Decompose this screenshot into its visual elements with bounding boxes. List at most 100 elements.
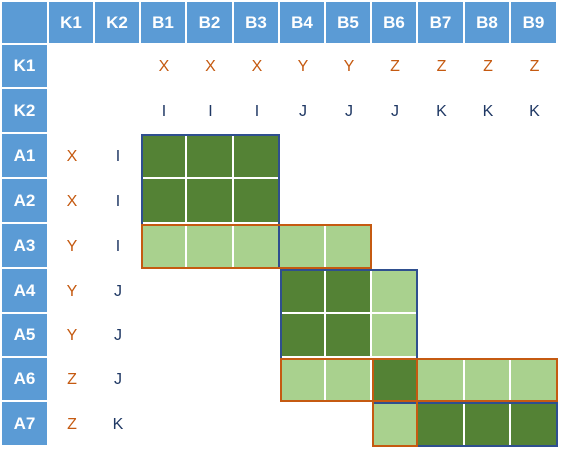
row-key2-a6: J (95, 358, 141, 402)
key-cell-k1-7: Y (326, 45, 372, 89)
column-header-k2: K2 (95, 2, 141, 45)
row-header-a3: A3 (2, 224, 49, 269)
row-header-k2: K2 (2, 89, 49, 134)
block-cell-a7-b4 (280, 402, 326, 447)
block-cell-a5-b1 (141, 314, 187, 358)
block-cell-a2-b4 (280, 179, 326, 224)
key-cell-k1-3: X (141, 45, 187, 89)
block-cell-a1-b3 (234, 134, 280, 179)
block-cell-a6-b9 (511, 358, 558, 402)
key-cell-k2-2 (95, 89, 141, 134)
block-cell-a3-b9 (511, 224, 558, 269)
key-cell-k2-8: J (372, 89, 418, 134)
key-cell-k2-5: I (234, 89, 280, 134)
block-cell-a1-b7 (418, 134, 465, 179)
block-cell-a5-b5 (326, 314, 372, 358)
block-cell-a4-b7 (418, 269, 465, 314)
block-cell-a6-b6 (372, 358, 418, 402)
block-cell-a3-b8 (465, 224, 511, 269)
key-cell-k2-3: I (141, 89, 187, 134)
block-cell-a3-b7 (418, 224, 465, 269)
key-cell-k2-1 (49, 89, 95, 134)
block-cell-a1-b8 (465, 134, 511, 179)
key-cell-k1-4: X (187, 45, 234, 89)
block-cell-a2-b9 (511, 179, 558, 224)
row-key2-a7: K (95, 402, 141, 447)
block-cell-a6-b3 (234, 358, 280, 402)
block-cell-a2-b1 (141, 179, 187, 224)
key-cell-k1-1 (49, 45, 95, 89)
block-cell-a5-b6 (372, 314, 418, 358)
block-cell-a6-b8 (465, 358, 511, 402)
block-cell-a4-b6 (372, 269, 418, 314)
block-cell-a4-b1 (141, 269, 187, 314)
row-key1-a2: X (49, 179, 95, 224)
block-cell-a4-b5 (326, 269, 372, 314)
row-header-a5: A5 (2, 314, 49, 358)
block-cell-a2-b5 (326, 179, 372, 224)
block-cell-a2-b7 (418, 179, 465, 224)
block-cell-a7-b2 (187, 402, 234, 447)
row-key2-a3: I (95, 224, 141, 269)
corner-header-cell (2, 2, 49, 45)
block-cell-a5-b8 (465, 314, 511, 358)
key-cell-k1-6: Y (280, 45, 326, 89)
block-cell-a4-b2 (187, 269, 234, 314)
key-cell-k2-9: K (418, 89, 465, 134)
row-header-a1: A1 (2, 134, 49, 179)
column-header-b8: B8 (465, 2, 511, 45)
block-cell-a7-b5 (326, 402, 372, 447)
block-cell-a6-b4 (280, 358, 326, 402)
key-cell-k2-6: J (280, 89, 326, 134)
block-cell-a3-b3 (234, 224, 280, 269)
column-header-k1: K1 (49, 2, 95, 45)
block-cell-a6-b5 (326, 358, 372, 402)
block-cell-a3-b6 (372, 224, 418, 269)
key-cell-k1-8: Z (372, 45, 418, 89)
block-cell-a3-b1 (141, 224, 187, 269)
row-header-a7: A7 (2, 402, 49, 447)
row-key1-a5: Y (49, 314, 95, 358)
column-header-b6: B6 (372, 2, 418, 45)
row-header-a6: A6 (2, 358, 49, 402)
block-cell-a7-b1 (141, 402, 187, 447)
column-header-b5: B5 (326, 2, 372, 45)
block-cell-a3-b5 (326, 224, 372, 269)
block-cell-a1-b9 (511, 134, 558, 179)
key-cell-k2-11: K (511, 89, 558, 134)
column-header-b9: B9 (511, 2, 558, 45)
key-cell-k1-2 (95, 45, 141, 89)
row-key1-a7: Z (49, 402, 95, 447)
row-header-a2: A2 (2, 179, 49, 224)
block-cell-a7-b6 (372, 402, 418, 447)
key-cell-k1-5: X (234, 45, 280, 89)
row-key2-a4: J (95, 269, 141, 314)
block-cell-a6-b7 (418, 358, 465, 402)
block-cell-a2-b6 (372, 179, 418, 224)
key-cell-k2-10: K (465, 89, 511, 134)
column-header-b1: B1 (141, 2, 187, 45)
block-cell-a5-b7 (418, 314, 465, 358)
column-header-b4: B4 (280, 2, 326, 45)
key-cell-k1-9: Z (418, 45, 465, 89)
row-key2-a5: J (95, 314, 141, 358)
block-cell-a7-b7 (418, 402, 465, 447)
block-cell-a1-b6 (372, 134, 418, 179)
key-cell-k2-7: J (326, 89, 372, 134)
block-cell-a6-b1 (141, 358, 187, 402)
row-key1-a4: Y (49, 269, 95, 314)
row-key1-a1: X (49, 134, 95, 179)
row-key1-a3: Y (49, 224, 95, 269)
block-cell-a4-b8 (465, 269, 511, 314)
row-key2-a1: I (95, 134, 141, 179)
column-header-b2: B2 (187, 2, 234, 45)
block-cell-a5-b4 (280, 314, 326, 358)
block-cell-a7-b8 (465, 402, 511, 447)
column-header-b3: B3 (234, 2, 280, 45)
column-header-b7: B7 (418, 2, 465, 45)
block-cell-a1-b4 (280, 134, 326, 179)
block-cell-a5-b3 (234, 314, 280, 358)
row-key2-a2: I (95, 179, 141, 224)
block-cell-a1-b2 (187, 134, 234, 179)
